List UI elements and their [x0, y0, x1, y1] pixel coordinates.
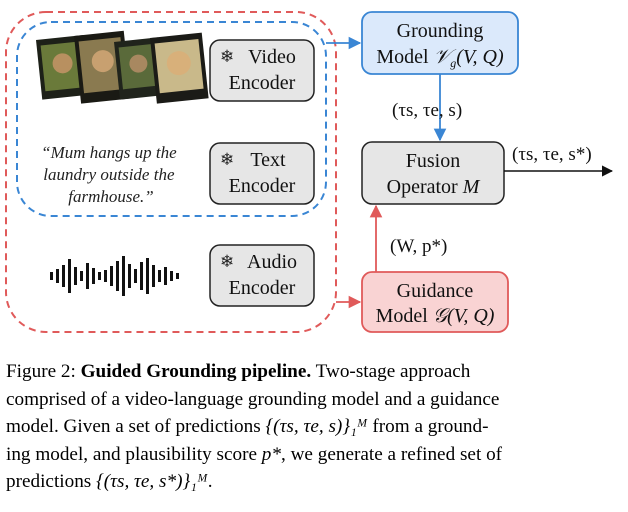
guidance-model-label-2: Model 𝒢(V, Q) [376, 305, 495, 327]
guidance-model-box [361, 271, 509, 333]
text-encoder-label-2: Encoder [229, 175, 296, 197]
waveform-bar [104, 270, 107, 282]
caption-line-4: ing model, and plausibility score p*, we… [6, 443, 503, 465]
waveform-bar [128, 264, 131, 288]
audio-waveform-icon [50, 256, 179, 296]
waveform-bar [86, 263, 89, 289]
waveform-bar [134, 269, 137, 283]
quote-line-3: farmhouse.” [68, 187, 153, 206]
edge-label-output: (τs, τe, s*) [512, 144, 592, 165]
red-dashed-group [5, 11, 337, 333]
edge-label-grounding: (τs, τe, s) [392, 100, 462, 121]
waveform-bar [140, 262, 143, 290]
caption-line-3: model. Given a set of predictions {(τs, … [6, 416, 489, 437]
caption-label: Figure 2: [6, 361, 76, 382]
audio-encoder-box [209, 244, 315, 307]
snowflake-icon: ❄ [220, 150, 234, 170]
edge-label-guidance: (W, p*) [390, 236, 447, 257]
quote-line-1: “Mum hangs up the [41, 143, 177, 162]
audio-encoder-label-1: Audio [247, 251, 297, 273]
caption-title: Guided Grounding pipeline. [80, 361, 312, 382]
caption-line-5: predictions {(τs, τe, s*)}₁ᴹ. [6, 471, 213, 492]
blue-dashed-group [16, 21, 327, 217]
video-encoder-box [209, 39, 315, 102]
pipeline-diagram: “Mum hangs up the laundry outside the fa… [5, 11, 614, 333]
waveform-bar [158, 270, 161, 282]
audio-encoder-label-2: Encoder [229, 277, 296, 299]
fusion-operator-label-2: Operator M [387, 176, 481, 198]
fusion-operator-box [361, 141, 505, 205]
waveform-bar [62, 265, 65, 287]
waveform-bar [152, 265, 155, 287]
waveform-bar [164, 267, 167, 285]
waveform-bar [74, 267, 77, 285]
figure-caption: Figure 2: Guided Grounding pipeline. Two… [6, 358, 622, 496]
snowflake-icon: ❄ [220, 47, 234, 67]
snowflake-icon: ❄ [220, 252, 234, 272]
grounding-model-label-1: Grounding [397, 20, 484, 42]
quote-line-2: laundry outside the [43, 165, 175, 184]
waveform-bar [176, 273, 179, 279]
waveform-bar [50, 272, 53, 280]
waveform-bar [116, 261, 119, 291]
video-encoder-label-2: Encoder [229, 72, 296, 94]
text-encoder-label-1: Text [250, 149, 286, 171]
waveform-bar [98, 272, 101, 280]
caption-line-2: comprised of a video-language grounding … [6, 388, 500, 410]
grounding-model-label-2: Model 𝒱g(V, Q) [376, 46, 504, 70]
video-encoder-label-1: Video [248, 46, 296, 68]
guidance-model-label-1: Guidance [397, 280, 474, 302]
waveform-bar [110, 266, 113, 286]
waveform-bar [92, 268, 95, 284]
waveform-bar [170, 271, 173, 281]
video-frames-image [36, 30, 209, 104]
waveform-bar [146, 258, 149, 294]
waveform-bar [122, 256, 125, 296]
svg-text:“Mum hangs up the laundry: “Mum hangs up the laundry outside the fa… [41, 143, 181, 206]
fusion-operator-label-1: Fusion [406, 150, 460, 172]
caption-line-1: Figure 2: Guided Grounding pipeline. Two… [6, 361, 471, 382]
waveform-bar [80, 271, 83, 281]
waveform-bar [68, 259, 71, 293]
text-encoder-box [209, 142, 315, 205]
waveform-bar [56, 269, 59, 283]
